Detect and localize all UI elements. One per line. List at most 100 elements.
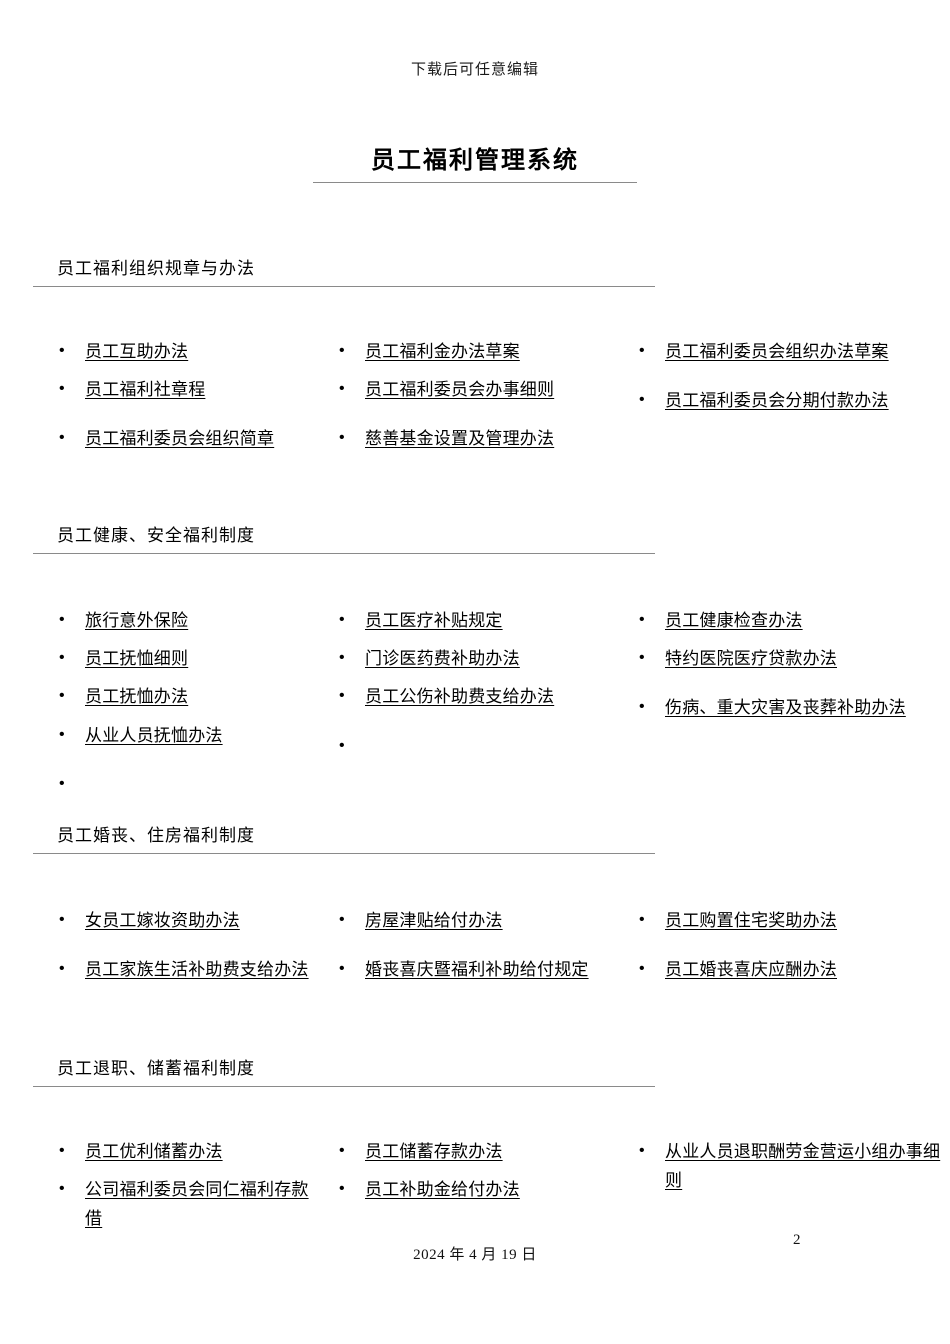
section-heading: 员工婚丧、住房福利制度 (33, 825, 655, 854)
policy-link[interactable]: 员工互助办法 (85, 341, 189, 361)
list-item[interactable]: 员工福利委员会分期付款办法 (633, 386, 950, 415)
policy-link[interactable]: 员工健康检查办法 (665, 610, 803, 630)
link-list: 女员工嫁妆资助办法员工家族生活补助费支给办法 (53, 906, 323, 984)
section-heading: 员工健康、安全福利制度 (33, 525, 655, 554)
list-item[interactable]: 员工抚恤细则 (53, 644, 323, 673)
policy-link[interactable]: 员工购置住宅奖助办法 (665, 910, 837, 930)
list-item[interactable]: 员工储蓄存款办法 (333, 1137, 623, 1166)
list-item[interactable]: 从业人员抚恤办法 (53, 721, 323, 750)
column-2: 房屋津贴给付办法婚丧喜庆暨福利补助给付规定 (323, 906, 623, 993)
column-1: 旅行意外保险员工抚恤细则员工抚恤办法从业人员抚恤办法 (33, 606, 323, 805)
section-columns: 女员工嫁妆资助办法员工家族生活补助费支给办法房屋津贴给付办法婚丧喜庆暨福利补助给… (33, 906, 950, 993)
link-list: 员工福利委员会组织办法草案员工福利委员会分期付款办法 (633, 337, 950, 415)
policy-link[interactable]: 从业人员抚恤办法 (85, 725, 223, 745)
policy-link[interactable]: 员工优利储蓄办法 (85, 1141, 223, 1161)
list-item[interactable]: 员工福利金办法草案 (333, 337, 623, 366)
section-columns: 旅行意外保险员工抚恤细则员工抚恤办法从业人员抚恤办法员工医疗补贴规定门诊医药费补… (33, 606, 950, 805)
list-item[interactable]: 从业人员退职酬劳金营运小组办事细则 (633, 1137, 950, 1195)
policy-link[interactable]: 员工抚恤办法 (85, 687, 189, 707)
page-title-container: 员工福利管理系统 (0, 146, 950, 183)
section-heading: 员工福利组织规章与办法 (33, 258, 655, 287)
column-2: 员工储蓄存款办法员工补助金给付办法 (323, 1137, 623, 1213)
list-item[interactable]: 员工医疗补贴规定 (333, 606, 623, 635)
policy-link[interactable]: 员工补助金给付办法 (365, 1180, 520, 1200)
link-list: 员工医疗补贴规定门诊医药费补助办法员工公伤补助费支给办法 (333, 606, 623, 760)
list-item[interactable]: 员工抚恤办法 (53, 682, 323, 711)
column-3: 员工购置住宅奖助办法员工婚丧喜庆应酬办法 (623, 906, 950, 993)
list-item[interactable]: 员工婚丧喜庆应酬办法 (633, 955, 950, 984)
column-1: 女员工嫁妆资助办法员工家族生活补助费支给办法 (33, 906, 323, 993)
list-item[interactable]: 员工福利委员会组织简章 (53, 424, 323, 453)
list-item[interactable]: 慈善基金设置及管理办法 (333, 424, 623, 453)
policy-link[interactable]: 员工婚丧喜庆应酬办法 (665, 960, 837, 980)
link-list: 员工储蓄存款办法员工补助金给付办法 (333, 1137, 623, 1204)
list-item[interactable]: 女员工嫁妆资助办法 (53, 906, 323, 935)
list-item[interactable]: 员工补助金给付办法 (333, 1175, 623, 1204)
policy-link[interactable]: 房屋津贴给付办法 (365, 910, 503, 930)
link-list: 员工互助办法员工福利社章程员工福利委员会组织简章 (53, 337, 323, 454)
policy-link[interactable]: 员工储蓄存款办法 (365, 1141, 503, 1161)
policy-link[interactable]: 慈善基金设置及管理办法 (365, 429, 555, 449)
section-columns: 员工互助办法员工福利社章程员工福利委员会组织简章员工福利金办法草案员工福利委员会… (33, 337, 950, 463)
column-2: 员工医疗补贴规定门诊医药费补助办法员工公伤补助费支给办法 (323, 606, 623, 767)
running-header-note: 下载后可任意编辑 (410, 62, 539, 78)
list-item[interactable]: 员工福利委员会组织办法草案 (633, 337, 950, 366)
policy-link[interactable]: 员工医疗补贴规定 (365, 610, 503, 630)
list-item[interactable]: 员工优利储蓄办法 (53, 1137, 323, 1166)
link-list: 员工购置住宅奖助办法员工婚丧喜庆应酬办法 (633, 906, 950, 984)
policy-link[interactable]: 员工福利金办法草案 (365, 341, 520, 361)
list-item[interactable]: 公司福利委员会同仁福利存款借 (53, 1175, 323, 1233)
policy-link[interactable]: 女员工嫁妆资助办法 (85, 910, 240, 930)
list-item[interactable]: 特约医院医疗贷款办法 (633, 644, 950, 673)
policy-link[interactable]: 伤病、重大灾害及丧葬补助办法 (665, 698, 906, 718)
section-2: 员工健康、安全福利制度旅行意外保险员工抚恤细则员工抚恤办法从业人员抚恤办法员工医… (33, 525, 917, 805)
list-item[interactable]: 员工互助办法 (53, 337, 323, 366)
section-3: 员工婚丧、住房福利制度女员工嫁妆资助办法员工家族生活补助费支给办法房屋津贴给付办… (33, 825, 917, 993)
list-item[interactable]: 房屋津贴给付办法 (333, 906, 623, 935)
list-item[interactable]: 员工购置住宅奖助办法 (633, 906, 950, 935)
policy-link[interactable]: 员工福利委员会办事细则 (365, 380, 555, 400)
policy-link[interactable]: 员工福利委员会组织简章 (85, 429, 275, 449)
policy-link[interactable]: 员工福利委员会分期付款办法 (665, 391, 889, 411)
column-1: 员工互助办法员工福利社章程员工福利委员会组织简章 (33, 337, 323, 463)
list-item[interactable]: 伤病、重大灾害及丧葬补助办法 (633, 693, 950, 722)
list-item[interactable]: 旅行意外保险 (53, 606, 323, 635)
list-item[interactable]: 员工福利社章程 (53, 375, 323, 404)
list-item (333, 732, 623, 760)
policy-link[interactable]: 特约医院医疗贷款办法 (665, 649, 837, 669)
link-list: 员工福利金办法草案员工福利委员会办事细则慈善基金设置及管理办法 (333, 337, 623, 454)
list-item[interactable]: 员工家族生活补助费支给办法 (53, 955, 323, 984)
column-3: 员工福利委员会组织办法草案员工福利委员会分期付款办法 (623, 337, 950, 424)
list-item[interactable]: 员工公伤补助费支给办法 (333, 682, 623, 711)
policy-link[interactable]: 员工公伤补助费支给办法 (365, 687, 555, 707)
list-item[interactable]: 员工健康检查办法 (633, 606, 950, 635)
page-number: 2 (793, 1232, 801, 1248)
footer-date: 2024 年 4 月 19 日 (413, 1247, 537, 1263)
policy-link[interactable]: 员工抚恤细则 (85, 649, 189, 669)
list-item (53, 770, 323, 798)
section-4: 员工退职、储蓄福利制度员工优利储蓄办法公司福利委员会同仁福利存款借员工储蓄存款办… (33, 1058, 940, 1243)
policy-link[interactable]: 员工家族生活补助费支给办法 (85, 960, 309, 980)
column-1: 员工优利储蓄办法公司福利委员会同仁福利存款借 (33, 1137, 323, 1243)
policy-link[interactable]: 婚丧喜庆暨福利补助给付规定 (365, 960, 589, 980)
policy-link[interactable]: 员工福利社章程 (85, 380, 206, 400)
column-3: 员工健康检查办法特约医院医疗贷款办法伤病、重大灾害及丧葬补助办法 (623, 606, 950, 732)
list-item[interactable]: 婚丧喜庆暨福利补助给付规定 (333, 955, 623, 984)
policy-link[interactable]: 员工福利委员会组织办法草案 (665, 341, 889, 361)
policy-link[interactable]: 从业人员退职酬劳金营运小组办事细则 (665, 1141, 941, 1191)
section-columns: 员工优利储蓄办法公司福利委员会同仁福利存款借员工储蓄存款办法员工补助金给付办法从… (33, 1137, 950, 1243)
column-2: 员工福利金办法草案员工福利委员会办事细则慈善基金设置及管理办法 (323, 337, 623, 463)
page-title: 员工福利管理系统 (313, 146, 637, 183)
list-item[interactable]: 门诊医药费补助办法 (333, 644, 623, 673)
link-list: 员工健康检查办法特约医院医疗贷款办法伤病、重大灾害及丧葬补助办法 (633, 606, 950, 723)
policy-link[interactable]: 门诊医药费补助办法 (365, 649, 520, 669)
policy-link[interactable]: 旅行意外保险 (85, 610, 189, 630)
policy-link[interactable]: 公司福利委员会同仁福利存款借 (85, 1180, 309, 1229)
list-item[interactable]: 员工福利委员会办事细则 (333, 375, 623, 404)
link-list: 旅行意外保险员工抚恤细则员工抚恤办法从业人员抚恤办法 (53, 606, 323, 798)
column-3: 从业人员退职酬劳金营运小组办事细则 (623, 1137, 950, 1204)
link-list: 房屋津贴给付办法婚丧喜庆暨福利补助给付规定 (333, 906, 623, 984)
link-list: 从业人员退职酬劳金营运小组办事细则 (633, 1137, 950, 1195)
section-heading: 员工退职、储蓄福利制度 (33, 1058, 655, 1087)
section-1: 员工福利组织规章与办法员工互助办法员工福利社章程员工福利委员会组织简章员工福利金… (33, 258, 917, 463)
